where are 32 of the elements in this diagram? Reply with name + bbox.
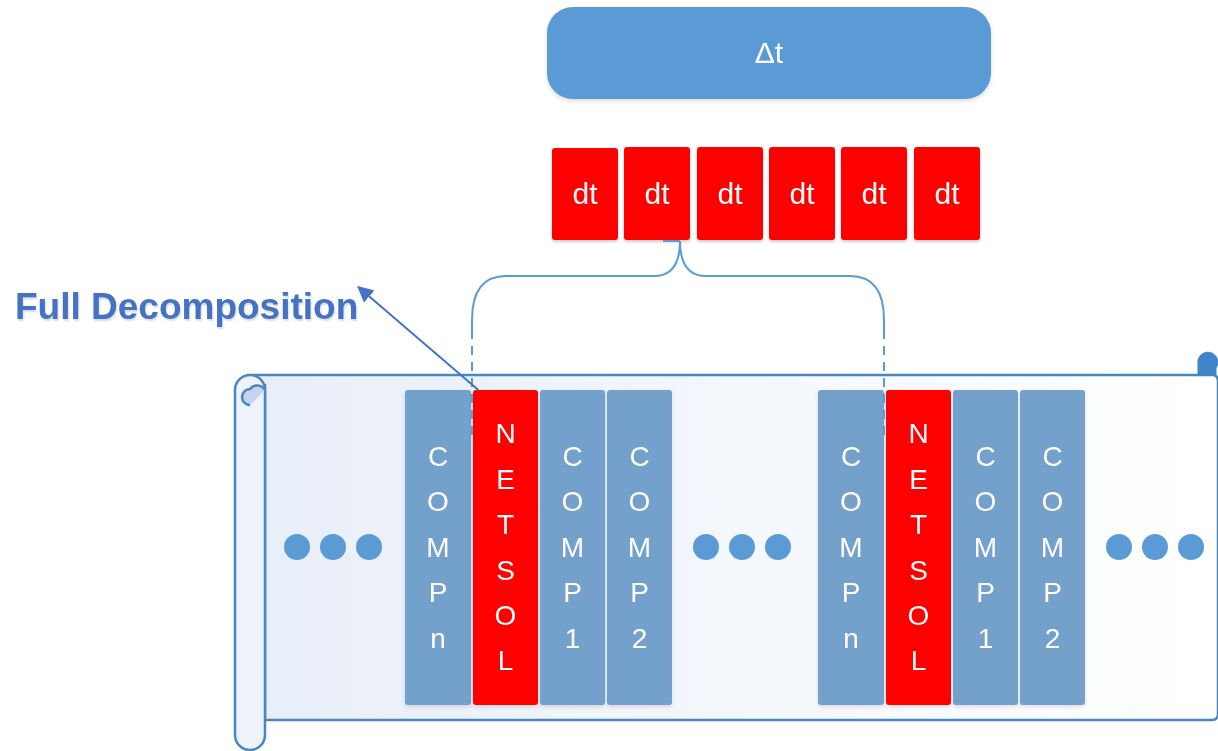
step-label: dt [717,176,743,211]
component-column [953,390,1018,705]
step-label: dt [861,176,887,211]
column-label: COMP2 [1039,440,1066,656]
step-label: dt [789,176,815,211]
column-label: NETSOL [906,417,931,679]
column-label: NETSOL [493,417,518,679]
column-label: COMPn [838,440,864,656]
time-step-box [841,147,907,240]
time-step-box [914,147,980,240]
column-label: COMP2 [626,440,653,656]
column-label: COMPn [425,440,451,656]
component-column [405,390,471,705]
solver-column [473,390,538,705]
component-column [818,390,884,705]
interval-label: Δt [754,36,784,70]
annotation-text: Full Decomposition [15,286,359,328]
component-column [540,390,605,705]
header-box [547,7,991,99]
time-step-box [624,147,690,240]
time-step-box [552,148,618,240]
step-label: dt [644,176,670,211]
step-label: dt [572,177,598,211]
time-step-box [697,147,763,240]
step-label: dt [934,176,960,211]
arrow [357,286,480,391]
column-label: COMP1 [972,440,999,656]
component-column [607,390,672,705]
column-label: COMP1 [559,440,586,656]
solver-column [886,390,951,705]
time-step-box [769,147,835,240]
component-column [1020,390,1085,705]
